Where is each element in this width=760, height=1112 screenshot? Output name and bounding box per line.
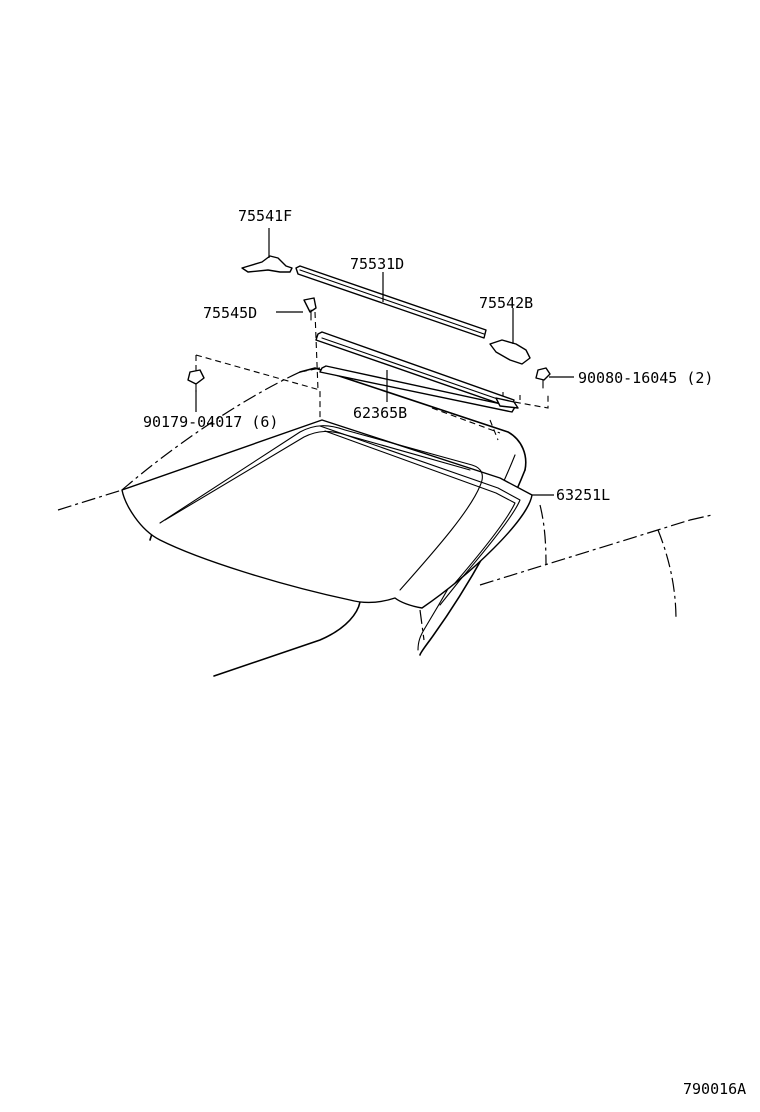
part-90179-clip	[187, 369, 205, 412]
label-90179-04017: 90179-04017 (6)	[143, 413, 278, 431]
part-90080-screw	[535, 367, 574, 389]
windshield-glass	[121, 419, 533, 609]
assembly-guides	[195, 311, 549, 441]
part-75545D-clip	[276, 297, 317, 321]
label-75531D: 75531D	[350, 255, 404, 273]
label-75542B: 75542B	[479, 294, 533, 312]
part-75531D-moulding	[295, 265, 487, 339]
label-75545D: 75545D	[203, 304, 257, 322]
label-63251L: 63251L	[556, 486, 610, 504]
label-75541F: 75541F	[238, 207, 292, 225]
label-90080-16045: 90080-16045 (2)	[578, 369, 713, 387]
label-62365B: 62365B	[353, 404, 407, 422]
part-75542B-bracket	[489, 308, 531, 365]
part-62365B-retainer	[315, 331, 519, 413]
diagram-reference-code: 790016A	[683, 1080, 746, 1098]
part-75541F-bracket	[241, 228, 293, 273]
